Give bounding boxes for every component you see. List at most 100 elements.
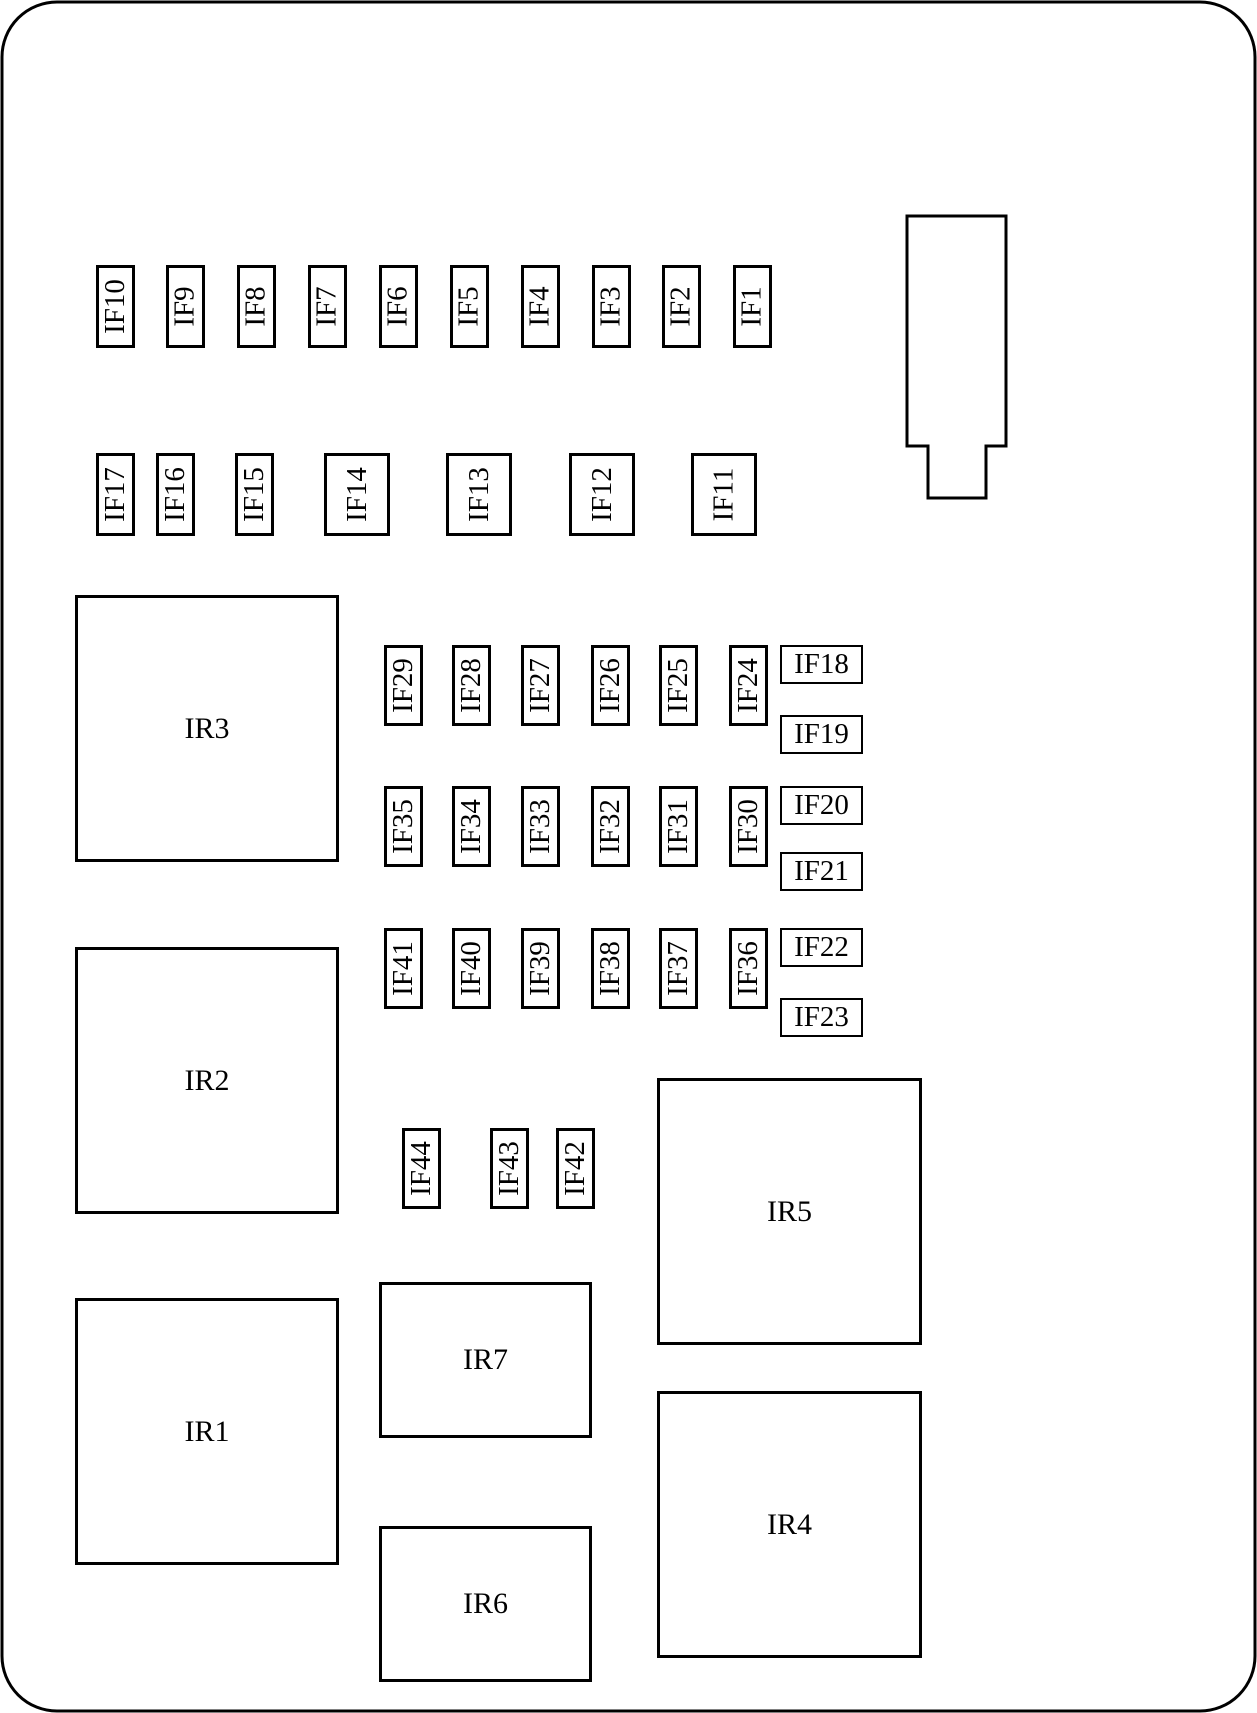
fuse-if27: IF27 — [521, 645, 560, 726]
fuse-if42: IF42 — [556, 1128, 595, 1209]
fuse-if23-label: IF23 — [794, 1001, 849, 1033]
relay-ir1-label: IR1 — [184, 1414, 230, 1448]
fuse-if39: IF39 — [521, 928, 560, 1009]
fuse-if12-label: IF12 — [585, 467, 618, 522]
fuse-if25: IF25 — [659, 645, 698, 726]
fuse-if23: IF23 — [780, 998, 863, 1037]
fuse-if21: IF21 — [780, 852, 863, 891]
fuse-if31: IF31 — [659, 786, 698, 867]
connector-outline — [905, 214, 1008, 500]
fuse-if10-label: IF10 — [99, 279, 132, 334]
fuse-if7: IF7 — [308, 265, 347, 348]
relay-ir2: IR2 — [75, 947, 339, 1214]
fuse-if35: IF35 — [384, 786, 423, 867]
relay-ir5: IR5 — [657, 1078, 922, 1345]
fuse-if32: IF32 — [591, 786, 630, 867]
fuse-if40-label: IF40 — [455, 941, 488, 996]
fuse-if9-label: IF9 — [169, 286, 202, 327]
fuse-if16: IF16 — [156, 453, 195, 536]
fuse-if4-label: IF4 — [524, 286, 557, 327]
fuse-if21-label: IF21 — [794, 855, 849, 887]
relay-ir6: IR6 — [379, 1526, 592, 1682]
fuse-if38: IF38 — [591, 928, 630, 1009]
relay-ir7: IR7 — [379, 1282, 592, 1438]
fuse-if24: IF24 — [729, 645, 768, 726]
fuse-if22-label: IF22 — [794, 931, 849, 963]
fuse-if28: IF28 — [452, 645, 491, 726]
fuse-if32-label: IF32 — [594, 799, 627, 854]
fuse-if5-label: IF5 — [453, 286, 486, 327]
fuse-if9: IF9 — [166, 265, 205, 348]
fuse-if6: IF6 — [379, 265, 418, 348]
fuse-if29-label: IF29 — [387, 658, 420, 713]
fuse-if40: IF40 — [452, 928, 491, 1009]
fuse-if29: IF29 — [384, 645, 423, 726]
fuse-if34: IF34 — [452, 786, 491, 867]
fuse-if17-label: IF17 — [99, 467, 132, 522]
fuse-if25-label: IF25 — [662, 658, 695, 713]
fuse-if18-label: IF18 — [794, 648, 849, 680]
fuse-if19: IF19 — [780, 715, 863, 754]
relay-ir2-label: IR2 — [184, 1063, 230, 1097]
fuse-if36-label: IF36 — [732, 941, 765, 996]
fuse-if39-label: IF39 — [524, 941, 557, 996]
fuse-if30: IF30 — [729, 786, 768, 867]
fuse-if14-label: IF14 — [340, 467, 373, 522]
fuse-if37: IF37 — [659, 928, 698, 1009]
fuse-if2: IF2 — [662, 265, 701, 348]
fuse-if42-label: IF42 — [559, 1141, 592, 1196]
fuse-if33: IF33 — [521, 786, 560, 867]
fuse-if19-label: IF19 — [794, 718, 849, 750]
fuse-if12: IF12 — [569, 453, 635, 536]
relay-ir3: IR3 — [75, 595, 339, 862]
relay-ir1: IR1 — [75, 1298, 339, 1565]
fuse-if2-label: IF2 — [665, 286, 698, 327]
fuse-if36: IF36 — [729, 928, 768, 1009]
fuse-if11: IF11 — [691, 453, 757, 536]
fuse-if20: IF20 — [780, 786, 863, 825]
fuse-if17: IF17 — [96, 453, 135, 536]
fuse-if1: IF1 — [733, 265, 772, 348]
fuse-if1-label: IF1 — [736, 286, 769, 327]
fuse-if20-label: IF20 — [794, 789, 849, 821]
fuse-if24-label: IF24 — [732, 658, 765, 713]
fuse-if13: IF13 — [446, 453, 512, 536]
relay-ir7-label: IR7 — [463, 1343, 508, 1376]
fuse-if43-label: IF43 — [493, 1141, 526, 1196]
relay-ir6-label: IR6 — [463, 1587, 508, 1620]
fuse-if11-label: IF11 — [707, 467, 740, 522]
fuse-if5: IF5 — [450, 265, 489, 348]
fuse-if34-label: IF34 — [455, 799, 488, 854]
fuse-if8: IF8 — [237, 265, 276, 348]
fuse-if41: IF41 — [384, 928, 423, 1009]
fuse-if6-label: IF6 — [382, 286, 415, 327]
fuse-if26-label: IF26 — [594, 658, 627, 713]
fuse-if16-label: IF16 — [159, 467, 192, 522]
fuse-if26: IF26 — [591, 645, 630, 726]
fuse-if18: IF18 — [780, 645, 863, 684]
fuse-if15: IF15 — [235, 453, 274, 536]
fuse-if38-label: IF38 — [594, 941, 627, 996]
fuse-if44-label: IF44 — [405, 1141, 438, 1196]
fuse-if27-label: IF27 — [524, 658, 557, 713]
fuse-if3: IF3 — [592, 265, 631, 348]
fuse-if7-label: IF7 — [311, 286, 344, 327]
fuse-if35-label: IF35 — [387, 799, 420, 854]
fuse-if30-label: IF30 — [732, 799, 765, 854]
fuse-if44: IF44 — [402, 1128, 441, 1209]
fuse-if13-label: IF13 — [462, 467, 495, 522]
fuse-if28-label: IF28 — [455, 658, 488, 713]
relay-ir5-label: IR5 — [767, 1194, 812, 1228]
fuse-if43: IF43 — [490, 1128, 529, 1209]
fuse-if14: IF14 — [324, 453, 390, 536]
relay-ir4: IR4 — [657, 1391, 922, 1658]
fuse-if10: IF10 — [96, 265, 135, 348]
fuse-if3-label: IF3 — [595, 286, 628, 327]
relay-ir4-label: IR4 — [767, 1507, 812, 1541]
fuse-if22: IF22 — [780, 928, 863, 967]
fuse-if33-label: IF33 — [524, 799, 557, 854]
fuse-if37-label: IF37 — [662, 941, 695, 996]
fuse-if4: IF4 — [521, 265, 560, 348]
relay-ir3-label: IR3 — [184, 711, 230, 745]
